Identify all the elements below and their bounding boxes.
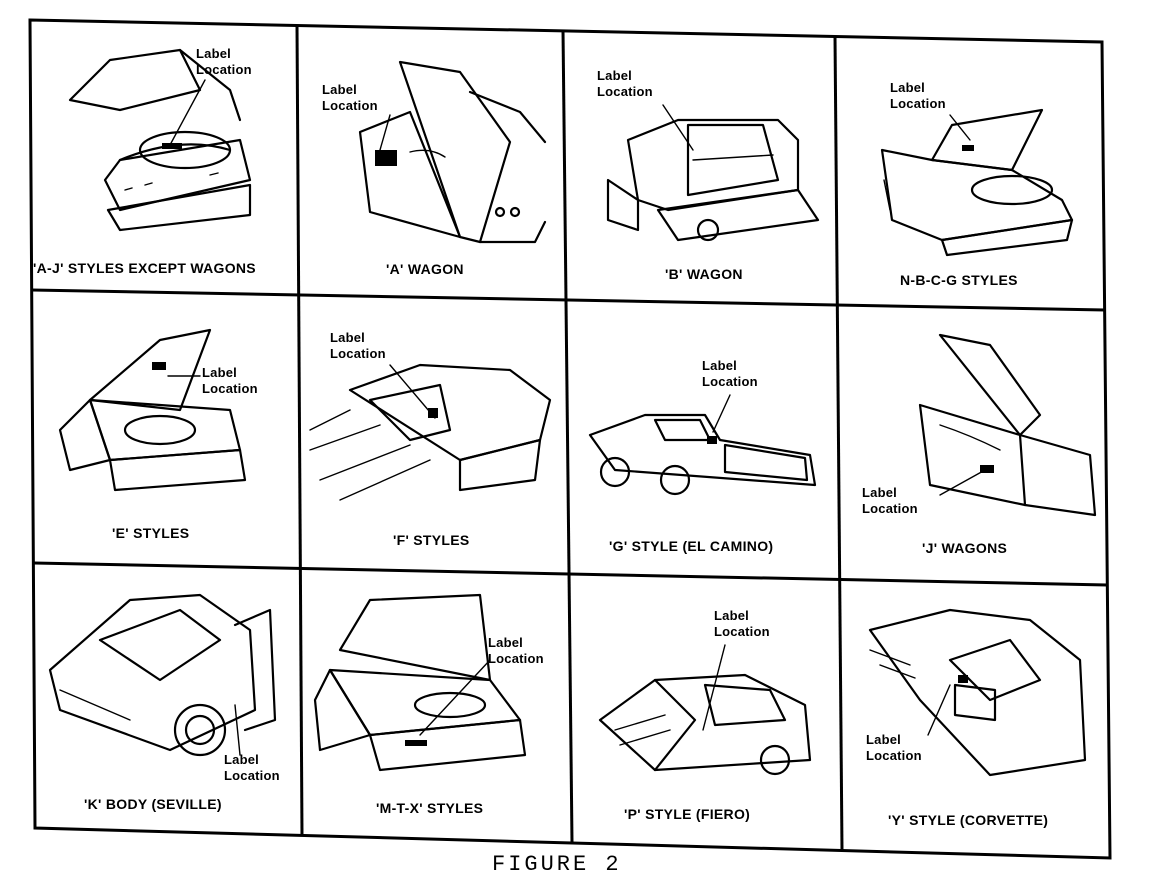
- callout-arrow: [419, 659, 491, 736]
- callout-arrow: [234, 704, 241, 756]
- trunk-open-coupe-drawing: [880, 108, 1074, 257]
- callout-arrow: [379, 114, 391, 151]
- panel-caption: N-B-C-G STYLES: [900, 272, 1018, 288]
- panel-caption: 'B' WAGON: [665, 266, 743, 282]
- pickup-coupe-drawing: [588, 413, 817, 496]
- panel-caption: 'A-J' STYLES EXCEPT WAGONS: [33, 260, 256, 276]
- callout-arrow: [389, 364, 436, 419]
- panel-caption: 'F' STYLES: [393, 532, 470, 548]
- panel-caption: 'P' STYLE (FIERO): [624, 806, 751, 822]
- callout-arrow: [702, 644, 726, 731]
- trunk-open-sedan-drawing: [68, 48, 252, 232]
- callout-arrow: [167, 375, 201, 377]
- panel-caption: 'Y' STYLE (CORVETTE): [888, 812, 1049, 828]
- trunk-open-small-car-drawing: [313, 593, 527, 772]
- panel-caption: 'M-T-X' STYLES: [376, 800, 484, 816]
- midengine-coupe-drawing: [598, 673, 812, 776]
- wagon-open-tailgate-drawing: [358, 60, 547, 244]
- callout-arrow: [927, 684, 951, 736]
- panel-caption: 'E' STYLES: [112, 525, 190, 541]
- sportscar-open-hatch-drawing: [868, 608, 1087, 777]
- trunk-open-sedan-e-drawing: [58, 328, 247, 492]
- callout-arrow: [169, 79, 206, 146]
- sedan-open-door-drawing: [48, 593, 277, 757]
- wagon-lowered-tailgate-drawing: [606, 118, 820, 242]
- callout-arrow: [712, 394, 731, 433]
- panel-caption: 'J' WAGONS: [922, 540, 1008, 556]
- callout-arrow: [662, 104, 694, 151]
- panel-caption: 'A' WAGON: [386, 261, 464, 277]
- callout-arrow: [939, 469, 986, 496]
- panel-caption: 'K' BODY (SEVILLE): [84, 796, 222, 812]
- panel-caption: 'G' STYLE (EL CAMINO): [609, 538, 774, 554]
- wagon-liftgate-drawing: [918, 333, 1097, 517]
- callout-arrow: [949, 114, 971, 141]
- coupe-rear-hatch-drawing: [309, 363, 552, 501]
- figure-caption: FIGURE 2: [492, 852, 622, 877]
